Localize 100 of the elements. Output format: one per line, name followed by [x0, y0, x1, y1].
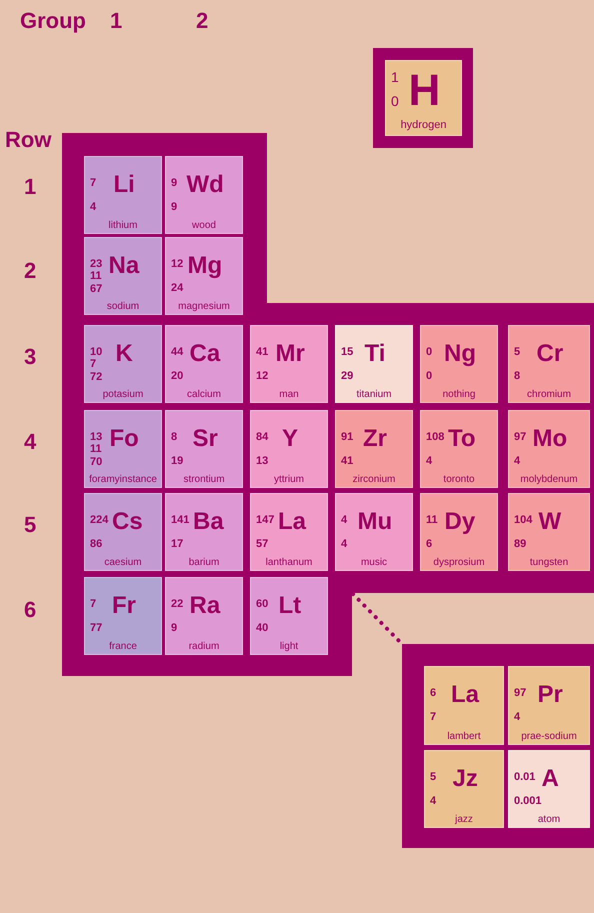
element-symbol: La	[278, 510, 306, 534]
element-tile	[335, 410, 413, 488]
number-label: 57	[256, 538, 268, 550]
number-label: 13	[256, 455, 268, 467]
element-tile	[84, 156, 162, 234]
number-label: 5	[430, 771, 436, 783]
element-tile	[165, 493, 243, 571]
number-label: 4	[90, 201, 96, 213]
number-label: 22	[171, 598, 184, 610]
element-name: light	[278, 641, 300, 652]
number-label: 44	[171, 346, 184, 358]
element-name: lithium	[108, 220, 138, 231]
element-symbol: W	[538, 510, 562, 534]
number-label: 141	[171, 514, 190, 526]
number-label: 0.001	[514, 795, 542, 807]
axis-title: Row	[5, 129, 52, 151]
element-name: foramyinstance	[88, 474, 158, 485]
row-number: 5	[24, 514, 36, 536]
element-name: france	[108, 641, 138, 652]
number-label: 4	[341, 514, 348, 526]
number-label: 7	[90, 598, 96, 610]
number-label: 91	[341, 431, 354, 443]
element-tile	[508, 750, 590, 828]
element-tile	[250, 410, 328, 488]
element-tile	[508, 325, 590, 403]
element-symbol: Dy	[444, 510, 476, 534]
number-label: 1	[391, 69, 399, 85]
number-label: 4	[514, 455, 520, 467]
element-name: molybdenum	[519, 474, 579, 485]
element-name: lambert	[446, 731, 482, 742]
number-label: 84	[256, 431, 268, 443]
element-symbol: Ba	[193, 510, 224, 534]
element-tile	[335, 493, 413, 571]
number-label: 8	[514, 370, 520, 382]
element-symbol: Cs	[112, 510, 143, 534]
group-number: 2	[196, 10, 208, 32]
element-name: lanthanum	[264, 557, 314, 568]
element-tile	[84, 325, 162, 403]
element-symbol: Fr	[112, 594, 136, 618]
element-name: yttrium	[273, 474, 305, 485]
element-tile	[424, 666, 504, 745]
number-label: 0	[426, 346, 432, 358]
element-name: nothing	[442, 389, 476, 400]
element-name: zirconium	[352, 474, 396, 485]
number-label: 7	[90, 358, 96, 370]
number-label: 77	[90, 622, 102, 634]
number-label: 11	[90, 443, 102, 455]
element-symbol: Mr	[276, 342, 305, 366]
element-symbol: Wd	[186, 173, 224, 197]
element-name: magnesium	[177, 301, 231, 312]
element-tile	[84, 493, 162, 571]
number-label: 0	[426, 370, 432, 382]
number-label: 8	[171, 431, 178, 443]
number-label: 41	[341, 455, 354, 467]
element-symbol: Ti	[364, 342, 386, 366]
element-name: dysprosium	[432, 557, 486, 568]
element-symbol: Jz	[452, 767, 478, 791]
number-label: 41	[256, 346, 268, 358]
number-label: 6	[430, 687, 436, 699]
element-name: atom	[536, 814, 562, 825]
number-label: 70	[90, 456, 102, 468]
element-tile	[335, 325, 413, 403]
number-label: 29	[341, 370, 354, 382]
element-tile	[250, 577, 328, 655]
number-label: 11	[90, 270, 102, 282]
table-frame	[402, 644, 594, 848]
element-symbol: Ca	[190, 342, 220, 366]
number-label: 67	[90, 283, 102, 295]
element-name: hydrogen	[400, 120, 448, 131]
element-name: music	[360, 557, 388, 568]
element-name: sodium	[106, 301, 140, 312]
number-label: 6	[426, 538, 432, 550]
element-symbol: Fo	[110, 427, 139, 451]
element-tile	[250, 493, 328, 571]
element-symbol: Mo	[532, 427, 568, 451]
element-symbol: Li	[114, 173, 135, 197]
number-label: 224	[90, 514, 108, 526]
element-tile	[165, 410, 243, 488]
element-tile	[84, 237, 162, 315]
element-symbol: Mg	[188, 254, 222, 278]
element-name: barium	[188, 557, 220, 568]
number-label: 9	[171, 622, 178, 634]
number-label: 11	[426, 514, 438, 526]
element-symbol: Sr	[192, 427, 218, 451]
element-name: prae-sodium	[520, 731, 578, 742]
number-label: 0	[391, 93, 399, 109]
element-symbol: Mu	[358, 510, 392, 534]
number-label: 4	[341, 538, 348, 550]
table-frame	[62, 133, 594, 676]
row-number: 6	[24, 599, 36, 621]
number-label: 10	[90, 346, 102, 358]
row-number: 3	[24, 346, 36, 368]
number-label: 15	[341, 346, 354, 358]
number-label: 97	[514, 431, 526, 443]
element-name: wood	[191, 220, 217, 231]
element-tile	[508, 410, 590, 488]
number-label: 9	[171, 177, 178, 189]
element-name: calcium	[186, 389, 222, 400]
number-label: 104	[514, 514, 532, 526]
row-number: 1	[24, 176, 36, 198]
